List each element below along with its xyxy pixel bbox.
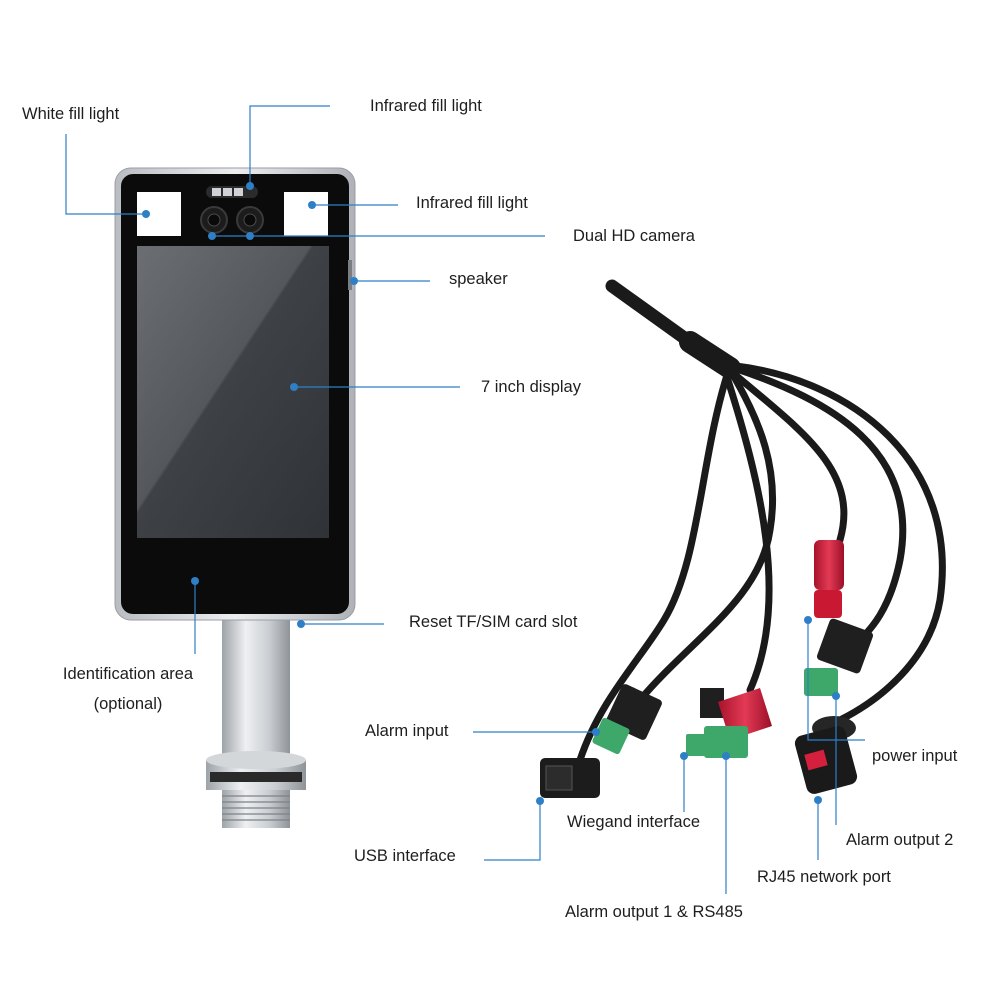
callout-dots [142,182,840,805]
rj45-connector [794,716,858,794]
dot-identification-area [191,577,199,585]
label-wiegand-interface: Wiegand interface [567,813,700,831]
label-infrared-fill-light-top: Infrared fill light [370,97,482,115]
label-reset-slot: Reset TF/SIM card slot [409,613,578,631]
alarm-output-2-connector [804,618,874,696]
callout-power-input [807,620,865,741]
label-dual-hd-camera: Dual HD camera [573,227,695,245]
dot-white-fill-light [142,210,150,218]
dot-infrared-fill-light-top [246,182,254,190]
speaker-grille [348,260,352,290]
sensor-bar [206,186,258,198]
label-rj45-port: RJ45 network port [757,868,891,886]
alarm-output-1-connector [704,688,772,758]
dot-rj45 [814,796,822,804]
infrared-fill-light-lamp [284,192,328,236]
cable-harness [576,279,946,764]
label-infrared-fill-light-right: Infrared fill light [416,194,528,212]
dot-camera-right [246,232,254,240]
dot-wiegand [680,752,688,760]
label-power-input: power input [872,747,958,765]
label-white-fill-light: White fill light [22,105,120,123]
dot-alarm-output-2 [832,692,840,700]
label-identification-area: Identification area [62,665,194,683]
power-input-connector [814,540,844,618]
label-alarm-output-1: Alarm output 1 & RS485 [565,903,743,921]
callout-usb [484,801,541,861]
callout-lines [65,105,865,894]
dot-infrared-fill-light-right [308,201,316,209]
dot-speaker [350,277,358,285]
display-screen [137,246,329,538]
label-usb-interface: USB interface [354,847,456,865]
label-identification-optional: (optional) [93,695,163,713]
dot-usb [536,797,544,805]
label-alarm-input: Alarm input [365,722,449,740]
label-alarm-output-2: Alarm output 2 [846,831,954,849]
label-speaker: speaker [449,270,508,288]
dot-power-input [804,616,812,624]
dot-camera-left [208,232,216,240]
dot-alarm-output-1 [722,752,730,760]
callout-white-fill-light [65,134,146,215]
usb-connector [540,758,600,798]
stand-pole [206,612,306,828]
alarm-input-connector [592,684,662,755]
dot-alarm-input [592,728,600,736]
camera-lenses [200,206,264,234]
dot-display [290,383,298,391]
label-display: 7 inch display [481,378,581,396]
dot-reset-slot [297,620,305,628]
callout-infrared-fill-light-top [249,105,330,184]
